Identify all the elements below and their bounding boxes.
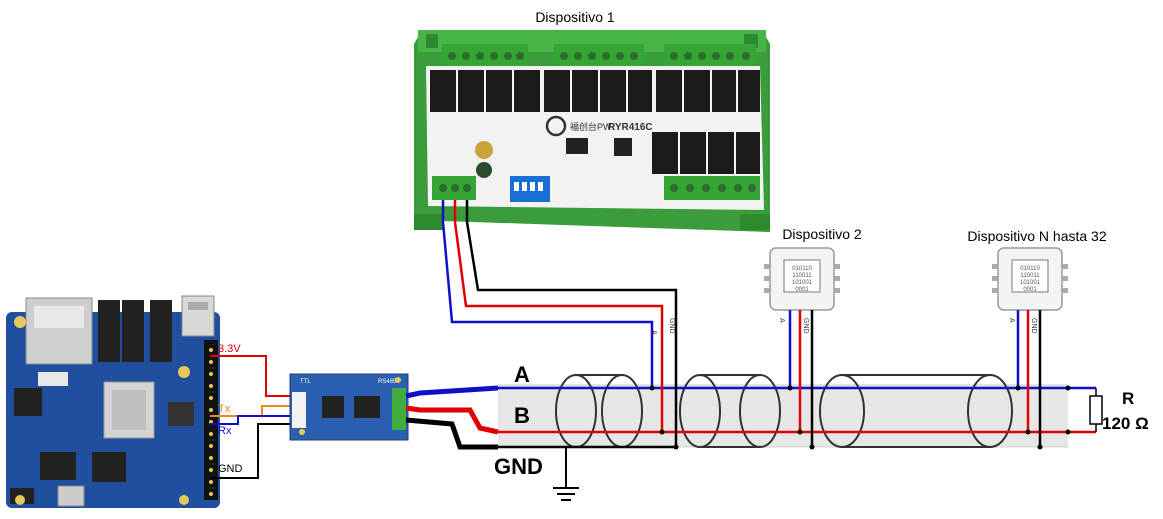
chipN-text-1: 010110 [1020,266,1040,272]
relay-board: 福创台PW RYR416C [414,30,770,232]
pin-gnd-label: GND [218,463,243,475]
line-a-label: A [514,362,530,387]
chipN-text-3: 101001 [1020,280,1041,286]
device1-wires [441,200,678,447]
sbc-board [6,295,220,508]
resistor-label: R [1122,389,1134,408]
line-b-label: B [514,403,530,428]
d1-wire-a: A [650,330,657,335]
d1-wire-gnd: GND [668,318,675,334]
chip2-text-3: 101001 [792,280,813,286]
gnd-label: GND [494,454,543,479]
terminator-resistor [1089,388,1103,432]
chip2-text-1: 010110 [792,266,812,272]
device2-chip: 010110 110011 101001 0001 [764,247,840,311]
device2-label: Dispositivo 2 [782,226,862,242]
bus-cable [498,385,1068,447]
device2-wires [788,310,814,447]
chip2-text-4: 0001 [795,287,809,293]
pin-tx-label: Tx [218,403,231,415]
deviceN-wires [1016,310,1042,447]
relay-brand: 福创台PW [570,121,612,132]
pin-rx-label: Rx [218,425,232,437]
resistor-value: 120 Ω [1102,414,1149,433]
twisted-pair-loops [555,374,1013,448]
converter-rs485: RS485 [378,379,397,385]
converter-wires [405,385,499,450]
dN-wire-gnd: GND [1030,318,1037,334]
converter-ttl: TTL [300,379,311,385]
deviceN-label: Dispositivo N hasta 32 [967,228,1107,244]
d2-wire-gnd: GND [802,318,809,334]
chipN-text-4: 0001 [1023,287,1037,293]
ground-symbol [553,447,579,501]
chipN-text-2: 110011 [1020,273,1040,279]
rs485-converter: TTL RS485 [289,373,409,441]
dN-wire-a: A [1008,318,1015,323]
chip2-text-2: 110011 [792,273,812,279]
d2-wire-a: A [778,318,785,323]
sbc-wires [210,355,292,479]
relay-model: RYR416C [608,122,653,133]
pin-3v3-label: 3.3V [218,343,241,355]
deviceN-chip: 010110 110011 101001 0001 [992,247,1068,311]
device1-label: Dispositivo 1 [535,9,615,25]
